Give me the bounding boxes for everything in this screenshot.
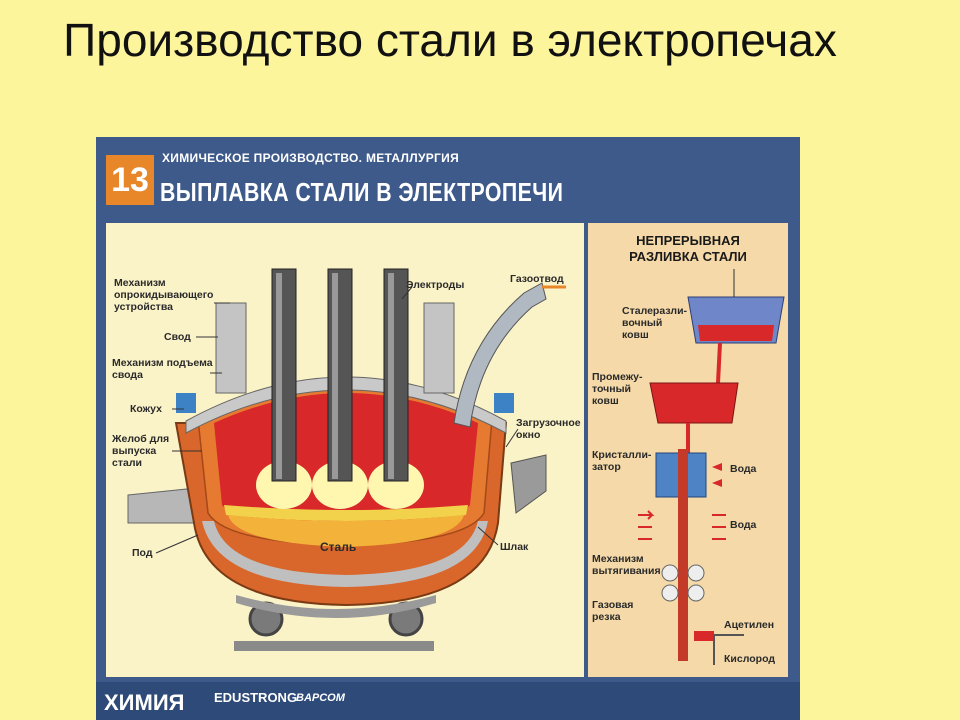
arc-glow-2 [312,461,368,509]
hearth-insulation [202,521,488,587]
furnace-diagram [127,268,566,651]
cradle [236,595,436,618]
water-arrow-3 [638,510,655,520]
label-tilt-mechanism: Механизм опрокидывающего устройства [114,277,214,313]
roof-lift-block-right [494,393,514,413]
electrode-highlight-3 [388,273,394,479]
leader-loading [505,428,519,448]
arc-glow-1 [256,461,312,509]
leader-slag [477,526,499,546]
slag-layer [224,505,468,521]
roller-3 [661,584,679,602]
label-shell: Кожух [130,403,162,415]
gas-lines [713,634,744,665]
label-hearth: Под [132,547,153,559]
gas-cutter [694,631,714,641]
footer-edu: EDUSTRONG [214,690,298,705]
label-spout: Желоб для выпуска стали [112,433,170,469]
footer-barcom: BAPCOM [296,692,345,704]
roller-1 [661,564,679,582]
electrode-3 [383,268,409,482]
roller-4 [687,584,705,602]
label-acetylene: Ацетилен [724,619,775,631]
label-water-1: Вода [730,463,757,475]
poster-subtitle: ХИМИЧЕСКОЕ ПРОИЗВОДСТВО. МЕТАЛЛУРГИЯ [162,151,460,165]
label-steel: Сталь [320,540,357,554]
continuous-casting-panel: НЕПРЕРЫВНАЯ РАЗЛИВКА СТАЛИ [588,223,788,677]
electrode-2 [327,268,353,482]
label-water-2: Вода [730,519,757,531]
footer-brand: ХИМИЯ [104,690,185,715]
steel-strand [678,449,688,661]
water-arrow-1 [712,463,722,471]
tundish [649,382,739,424]
electrode-holder-right [423,302,455,394]
label-ladle: Сталеразли- вочный ковш [622,305,688,341]
leader-lines [155,286,519,554]
poster-footer: ХИМИЯ EDUSTRONG BAPCOM [96,682,800,720]
label-roof: Свод [164,331,191,343]
label-gas-outlet: Газоотвод [510,273,564,285]
electrode-1 [271,268,297,482]
label-oxygen: Кислород [724,653,776,665]
label-slag: Шлак [500,541,529,553]
poster-number-badge: 13 [106,155,154,205]
rail [234,641,434,651]
electrode-holder-left [215,302,247,394]
poster-header: 13 ХИМИЧЕСКОЕ ПРОИЗВОДСТВО. МЕТАЛЛУРГИЯ … [96,137,800,221]
water-arrow-2 [712,479,722,487]
furnace-panel: Механизм опрокидывающего устройства Свод… [106,223,584,677]
casting-diagram [638,269,785,665]
electrode-highlight-1 [276,273,282,479]
ladle-steel [698,325,774,341]
electrode-highlight-2 [332,273,338,479]
poster-title: ВЫПЛАВКА СТАЛИ В ЭЛЕКТРОПЕЧИ [160,177,564,207]
roller-2 [687,564,705,582]
label-gas-cutting: Газовая резка [592,599,634,623]
stream-1 [716,342,722,384]
label-loading-window: Загрузочное окно [516,417,581,441]
steel-bath [228,515,464,547]
label-electrodes: Электроды [406,279,465,291]
label-tundish: Промежу- точный ковш [592,371,643,407]
label-withdrawal: Механизм вытягивания [592,553,661,577]
leader-electrodes [401,286,413,300]
casting-title: НЕПРЕРЫВНАЯ РАЗЛИВКА СТАЛИ [629,233,747,264]
arc-glow-3 [368,461,424,509]
label-roof-lift: Механизм подъема свода [112,357,213,381]
roof-lift-block-left [176,393,196,413]
gas-outlet-pipe [453,282,547,428]
leader-hearth [155,534,199,554]
water-arrows [638,463,726,540]
slide-title: Производство стали в электропечах [63,14,837,66]
poster: 13 ХИМИЧЕСКОЕ ПРОИЗВОДСТВО. МЕТАЛЛУРГИЯ … [96,137,800,720]
loading-door [510,454,547,514]
label-crystallizer: Кристалли- затор [592,449,652,473]
